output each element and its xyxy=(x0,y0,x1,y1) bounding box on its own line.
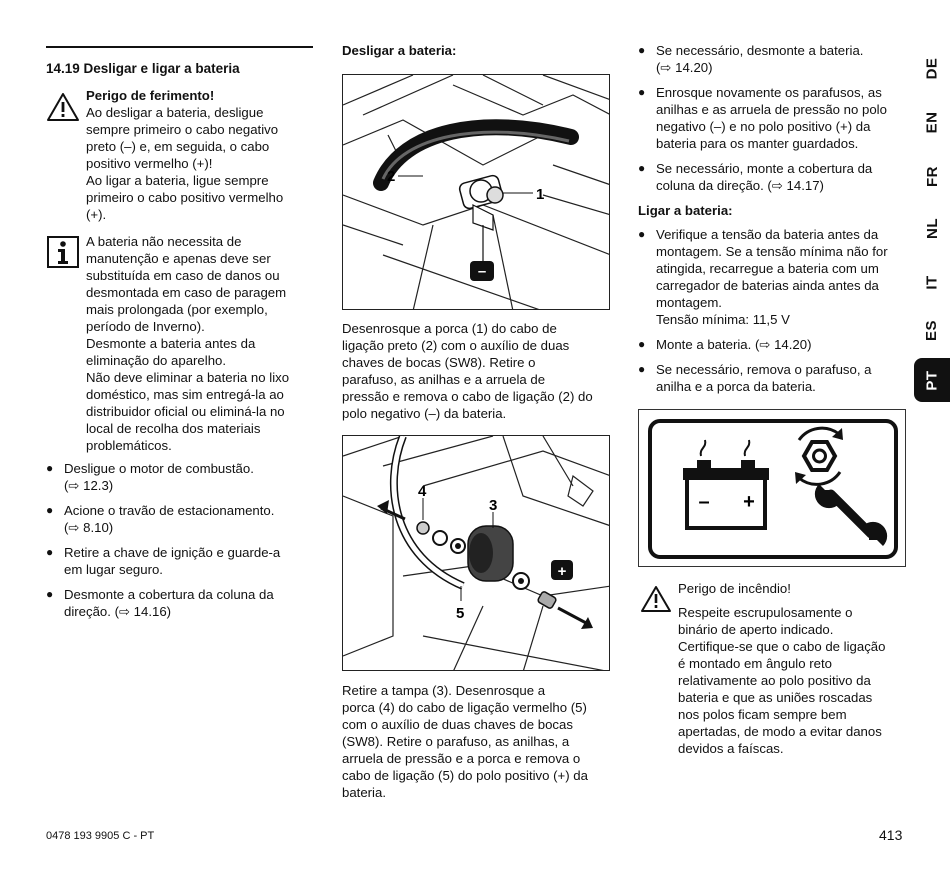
section-rule xyxy=(46,46,313,48)
list-item: ●Desligue o motor de combustão. (⇨ 12.3) xyxy=(46,461,254,493)
list-item: ●Se necessário, remova o parafuso, a ani… xyxy=(638,362,872,394)
positive-terminal-illustration: + 4 3 5 xyxy=(343,436,609,670)
list-item: ●Enrosque novamente os parafusos, as ani… xyxy=(638,85,887,151)
page-number: 413 xyxy=(879,827,903,843)
battery-icon: – + xyxy=(683,439,769,530)
list-item: ●Se necessário, monte a cobertura da col… xyxy=(638,161,873,193)
tab-language-it[interactable]: IT xyxy=(923,274,941,290)
figure-negative-terminal: – 2 1 xyxy=(342,74,610,310)
list-item: ●Se necessário, desmonte a bateria. (⇨ 1… xyxy=(638,43,864,75)
figure-positive-terminal: + 4 3 5 xyxy=(342,435,610,671)
positive-label: + xyxy=(558,563,567,580)
battery-minus: – xyxy=(698,491,709,513)
list-item: ●Monte a bateria. (⇨ 14.20) xyxy=(638,337,812,352)
warning-heading: Perigo de ferimento! xyxy=(86,88,215,103)
fire-warning-triangle-icon xyxy=(641,586,671,612)
tab-language-nl[interactable]: NL xyxy=(923,217,941,239)
disconnect-step-2: Retire a tampa (3). Desenrosque a porca … xyxy=(342,683,588,800)
negative-terminal-illustration: – 2 1 xyxy=(343,75,609,309)
callout-5: 5 xyxy=(456,605,464,622)
list-item: ●Retire a chave de ignição e guarde-a em… xyxy=(46,545,281,577)
warning-triangle-icon xyxy=(47,93,79,121)
list-item: ●Acione o travão de estacionamento. (⇨ 8… xyxy=(46,503,275,535)
tab-language-es[interactable]: ES xyxy=(923,319,941,341)
callout-2: 2 xyxy=(387,168,395,185)
callout-1: 1 xyxy=(536,186,544,203)
info-icon xyxy=(47,236,79,268)
negative-label: – xyxy=(478,263,486,280)
disconnect-step-1: Desenrosque a porca (1) do cabo de ligaç… xyxy=(342,321,593,421)
disconnect-heading: Desligar a bateria: xyxy=(342,43,457,58)
list-item: ●Verifique a tensão da bateria antes da … xyxy=(638,227,888,327)
callout-3: 3 xyxy=(489,497,497,514)
tab-language-en[interactable]: EN xyxy=(923,111,941,133)
battery-plus: + xyxy=(743,491,755,513)
fire-warning-heading: Perigo de incêndio! xyxy=(678,581,791,596)
right-bullet-list-top: ●Se necessário, desmonte a bateria. (⇨ 1… xyxy=(638,42,908,202)
section-title: 14.19 Desligar e ligar a bateria xyxy=(46,61,240,76)
list-item: ●Desmonte a cobertura da coluna da direç… xyxy=(46,587,274,619)
info-text: A bateria não necessita de manutenção e … xyxy=(86,234,290,453)
tab-language-fr[interactable]: FR xyxy=(923,165,941,187)
callout-4: 4 xyxy=(418,483,427,500)
wrench-icon xyxy=(814,484,888,546)
right-bullet-list-bottom: ●Verifique a tensão da bateria antes da … xyxy=(638,226,908,403)
document-code: 0478 193 9905 C - PT xyxy=(46,830,155,842)
tab-language-pt[interactable]: PT xyxy=(914,358,950,402)
connect-heading: Ligar a bateria: xyxy=(638,203,733,218)
tab-language-de[interactable]: DE xyxy=(923,57,941,79)
fire-warning-text: Respeite escrupulosamente o binário de a… xyxy=(678,605,886,756)
left-bullet-list: ●Desligue o motor de combustão. (⇨ 12.3)… xyxy=(46,460,316,628)
nut-rotate-icon xyxy=(795,426,843,486)
battery-maintenance-symbol: – + xyxy=(638,409,906,567)
warning-text: Ao desligar a bateria, desligue sempre p… xyxy=(86,105,284,222)
